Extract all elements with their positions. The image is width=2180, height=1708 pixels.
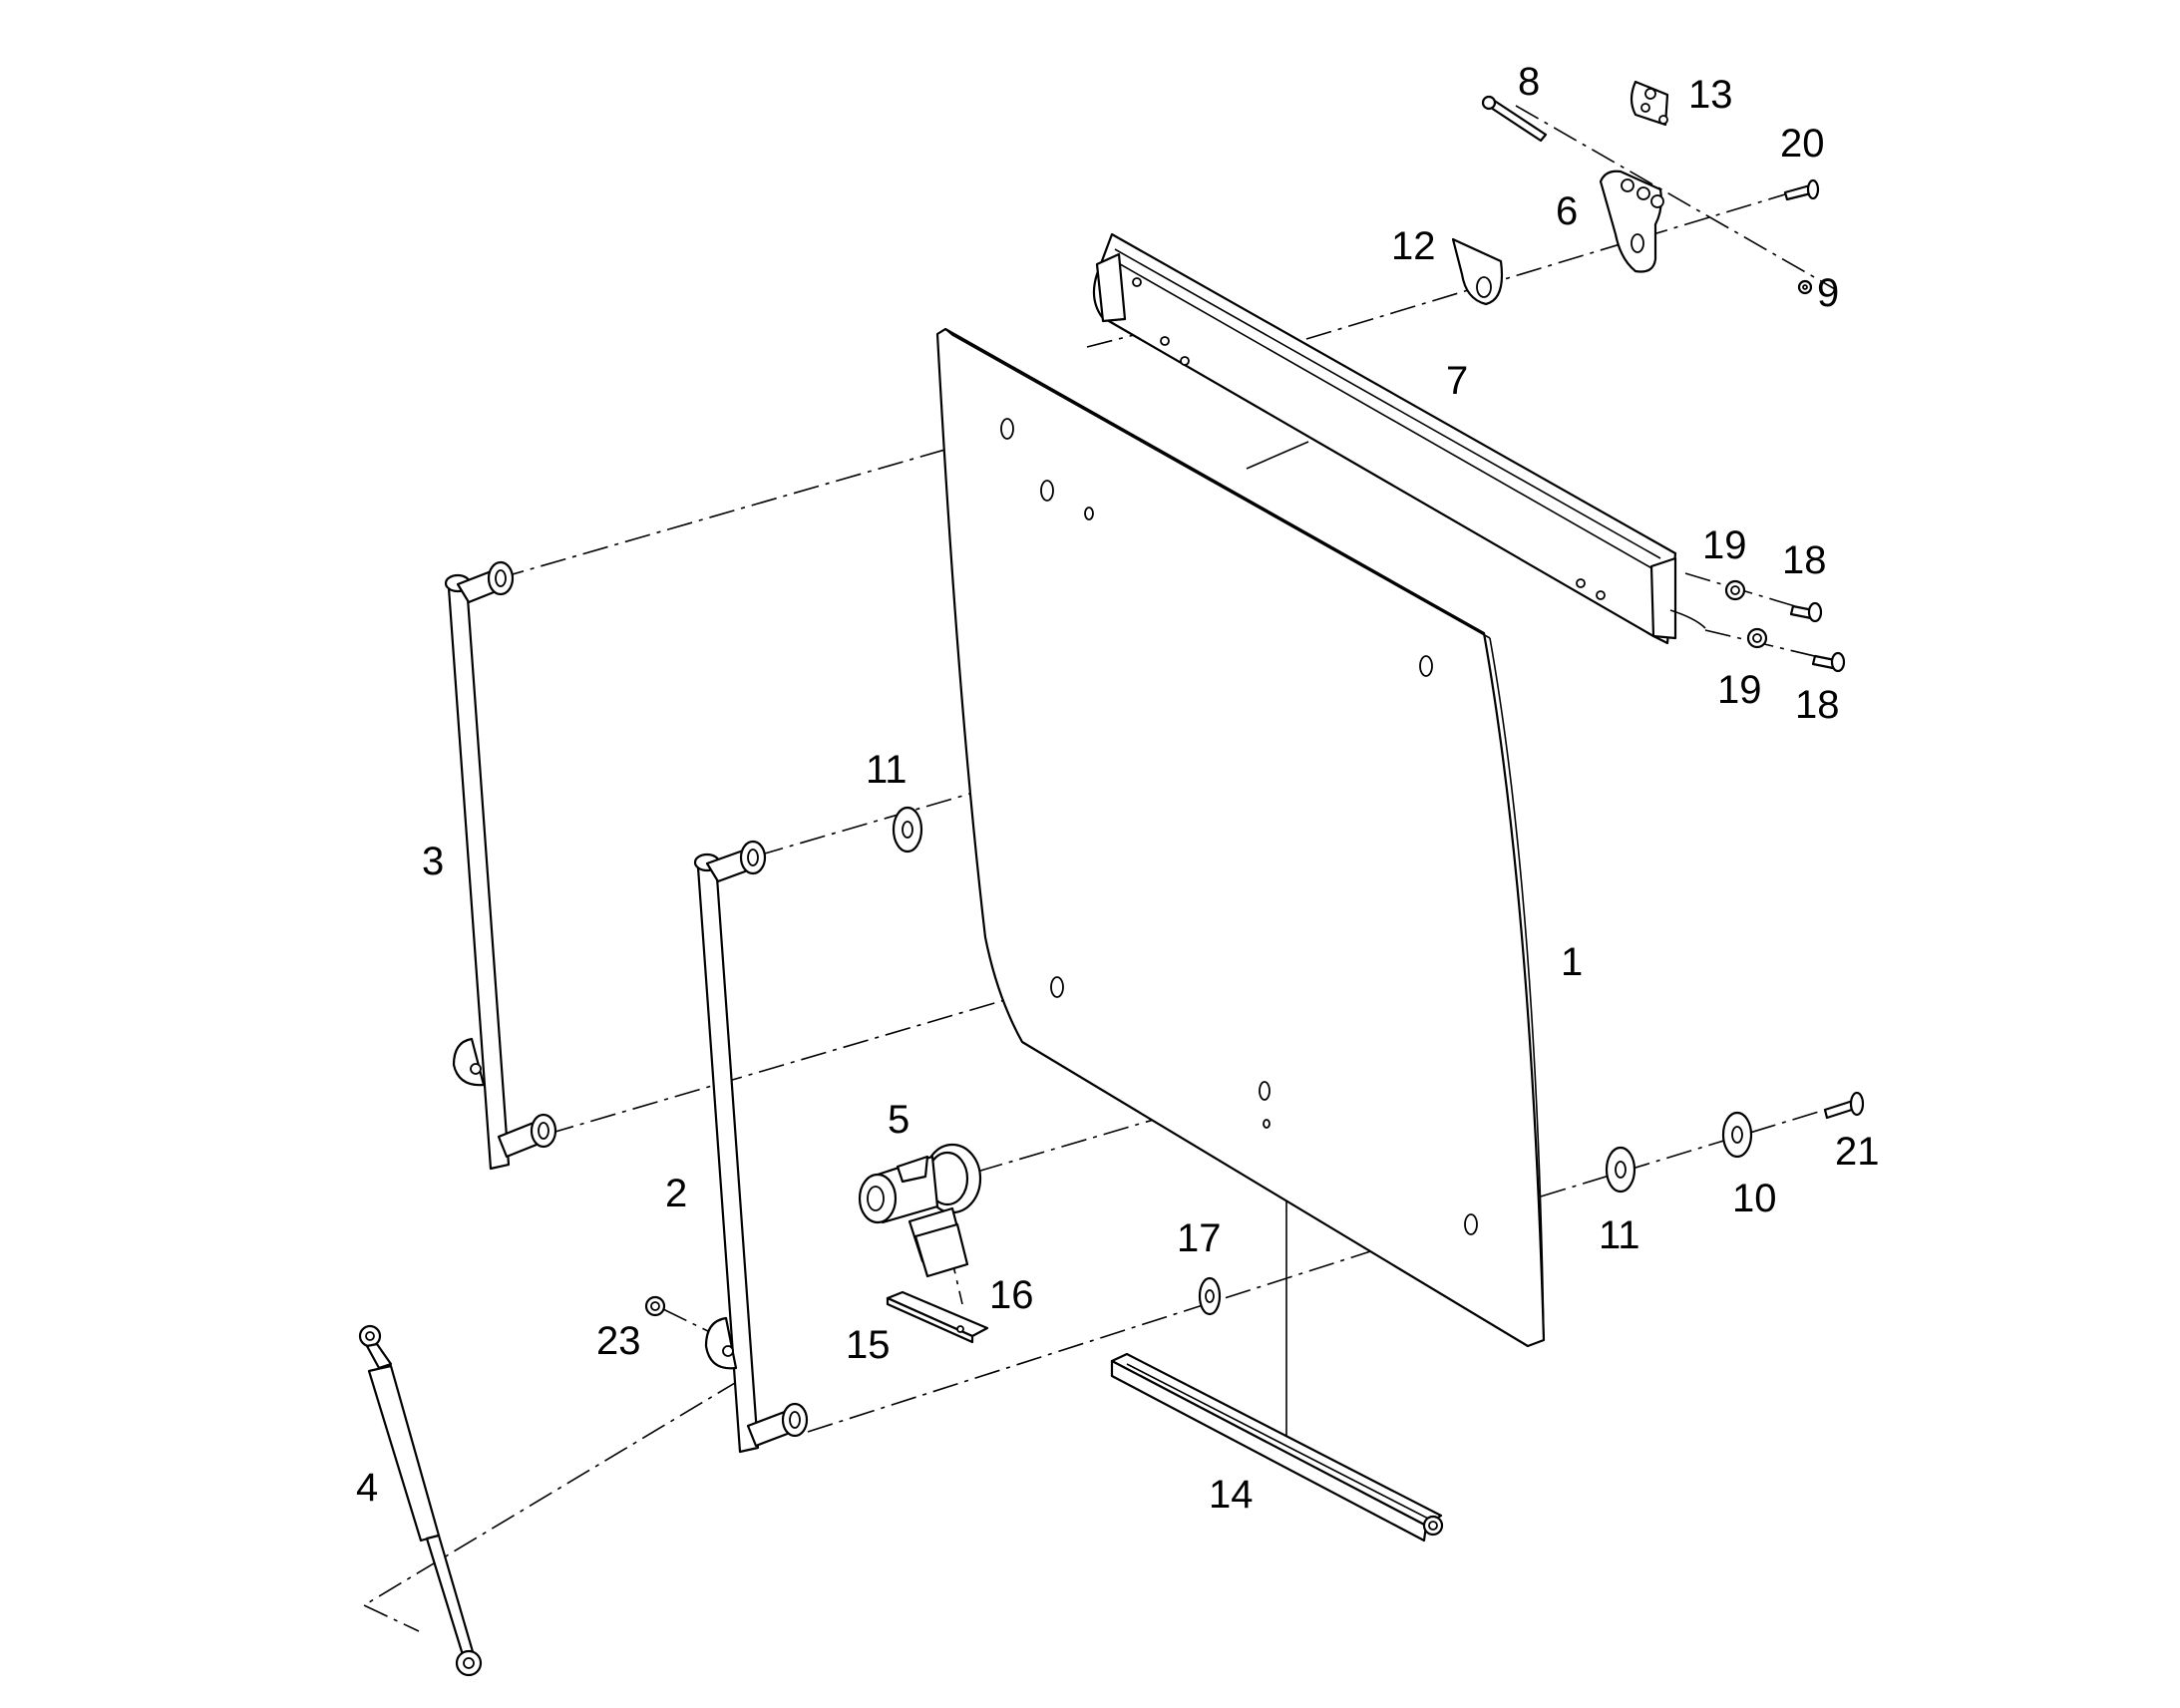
callout-6: 6 — [1556, 189, 1578, 233]
callout-5: 5 — [888, 1098, 909, 1142]
callout-labels: 1 2 3 4 5 6 7 8 9 10 11 11 12 13 14 15 1… — [356, 60, 1880, 1517]
part-9-nut — [1797, 279, 1813, 295]
callout-4: 4 — [356, 1466, 378, 1510]
part-10-washer — [1721, 1111, 1753, 1159]
callout-17: 17 — [1177, 1216, 1222, 1260]
part-17-washer — [1198, 1276, 1222, 1316]
callout-14: 14 — [1209, 1473, 1254, 1517]
callout-11-upper: 11 — [866, 748, 908, 792]
callout-16: 16 — [989, 1273, 1034, 1317]
callout-13: 13 — [1688, 73, 1733, 117]
part-15-plate — [886, 1290, 989, 1344]
part-12-bracket — [1451, 237, 1504, 306]
callout-9: 9 — [1817, 271, 1839, 315]
part-11-washers — [892, 806, 1636, 1194]
part-8-pin — [1481, 95, 1548, 143]
part-6-hinge — [1599, 170, 1664, 273]
part-20-bolt — [1783, 178, 1820, 201]
callout-18-lower: 18 — [1795, 683, 1840, 727]
callout-21: 21 — [1835, 1130, 1880, 1174]
callout-7: 7 — [1446, 359, 1468, 403]
callout-2: 2 — [665, 1172, 687, 1215]
part-19-washers — [1724, 579, 1768, 649]
callout-1: 1 — [1561, 940, 1583, 984]
callout-23: 23 — [596, 1319, 641, 1363]
part-14-bottom-rail — [1110, 1352, 1444, 1542]
part-21-bolt — [1823, 1091, 1865, 1120]
part-7-top-rail — [1092, 232, 1706, 645]
callout-20: 20 — [1780, 122, 1825, 166]
part-23-nut — [644, 1295, 666, 1317]
callout-19-upper: 19 — [1702, 523, 1747, 567]
callout-10: 10 — [1732, 1177, 1777, 1220]
callout-15: 15 — [846, 1323, 891, 1367]
callout-12: 12 — [1391, 224, 1436, 268]
callout-18-upper: 18 — [1782, 538, 1827, 582]
part-3-handle — [444, 560, 557, 1171]
part-2-handle — [693, 840, 809, 1454]
part-5-latch — [858, 1143, 982, 1278]
callout-11-lower: 11 — [1599, 1213, 1640, 1257]
part-18-screws — [1789, 601, 1846, 673]
callout-19-lower: 19 — [1717, 668, 1762, 712]
part-13-hinge-leaf — [1630, 80, 1669, 127]
part-1-door-panel — [935, 327, 1546, 1446]
callout-8: 8 — [1518, 60, 1540, 104]
callout-3: 3 — [422, 840, 444, 883]
part-4-gas-strut — [358, 1324, 483, 1677]
